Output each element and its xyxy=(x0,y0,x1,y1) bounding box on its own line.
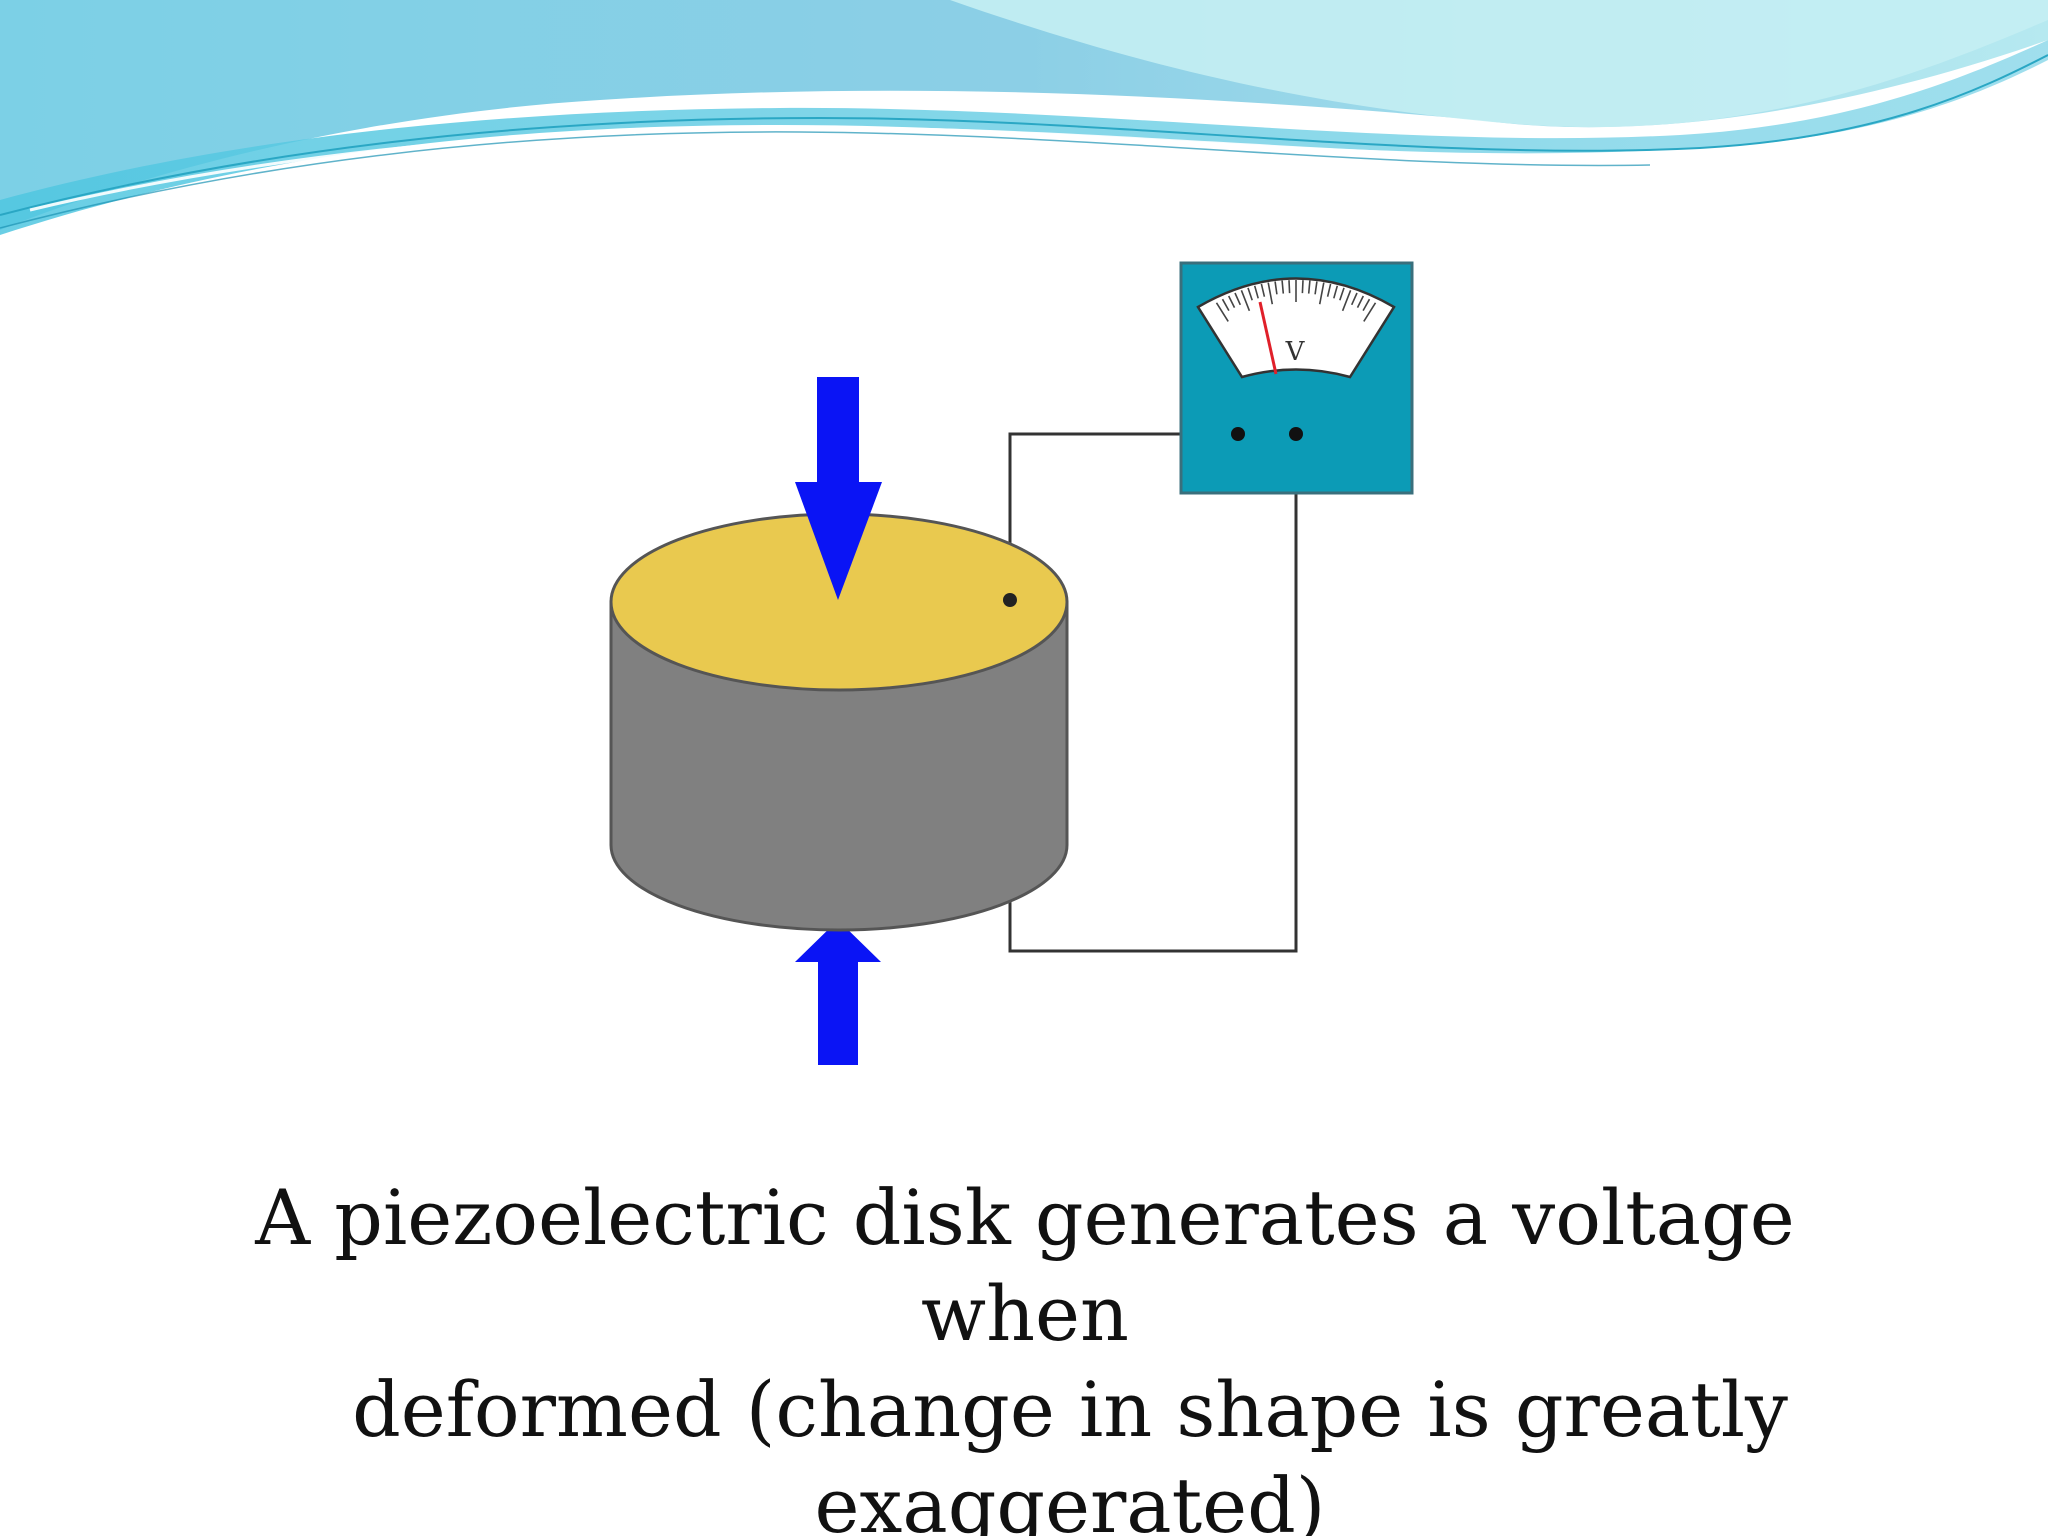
voltmeter-needle xyxy=(1258,301,1278,375)
piezoelectric-disk xyxy=(609,512,1069,932)
voltmeter-terminal-positive xyxy=(1289,427,1303,441)
voltmeter-tick xyxy=(1314,281,1318,295)
voltmeter-scale-label: V xyxy=(1285,337,1306,367)
wave-line-3 xyxy=(0,131,1651,229)
up-arrow-icon xyxy=(795,920,881,1065)
caption-line-2: deformed (change in shape is greatly xyxy=(352,1365,1788,1454)
voltmeter-tick xyxy=(1333,285,1339,299)
voltmeter-tick xyxy=(1240,290,1251,312)
voltmeter-tick xyxy=(1350,292,1358,306)
wave-line-1 xyxy=(0,54,2048,216)
voltmeter-tick xyxy=(1260,283,1266,297)
voltmeter-tick xyxy=(1274,281,1278,295)
caption-line-1: A piezoelectric disk generates a voltage… xyxy=(255,1173,1795,1358)
voltmeter-tick xyxy=(1215,302,1229,322)
piezoelectric-diagram: V xyxy=(609,261,1414,1065)
voltmeter-tick xyxy=(1339,287,1345,301)
electrode-top-terminal xyxy=(1003,593,1017,607)
voltmeter-tick xyxy=(1301,280,1304,294)
wire-bottom-to-meter xyxy=(1008,434,1298,953)
voltmeter-tick xyxy=(1221,298,1230,311)
caption-line-3: exaggerated) xyxy=(814,1461,1326,1536)
voltmeter-tick xyxy=(1267,282,1274,305)
wave-line-2 xyxy=(29,126,1721,212)
voltmeter-tick xyxy=(1326,283,1332,297)
voltmeter-tick xyxy=(1356,295,1365,308)
voltmeter-tick xyxy=(1363,302,1377,322)
wave-band-light xyxy=(950,0,2048,128)
voltmeter-terminal-negative xyxy=(1231,427,1245,441)
down-arrow-icon xyxy=(795,377,882,600)
voltmeter-tick xyxy=(1253,285,1259,299)
voltmeter-tick xyxy=(1307,280,1311,294)
voltmeter-tick xyxy=(1234,292,1242,306)
wave-band-accent xyxy=(0,40,2048,235)
voltmeter-tick xyxy=(1318,282,1325,305)
disk-side xyxy=(609,600,1069,932)
voltmeter-tick xyxy=(1288,280,1291,294)
voltmeter-tick xyxy=(1341,290,1352,312)
slide-caption: A piezoelectric disk generates a voltage… xyxy=(250,1170,1890,1536)
voltmeter-tick xyxy=(1362,298,1371,311)
voltmeter-tick xyxy=(1227,295,1236,308)
voltmeter-tick xyxy=(1247,287,1253,301)
voltmeter-tick xyxy=(1281,280,1285,294)
header-waves xyxy=(0,0,2048,235)
voltmeter-icon: V xyxy=(1179,261,1414,495)
voltmeter-scale-ticks xyxy=(1215,280,1377,322)
